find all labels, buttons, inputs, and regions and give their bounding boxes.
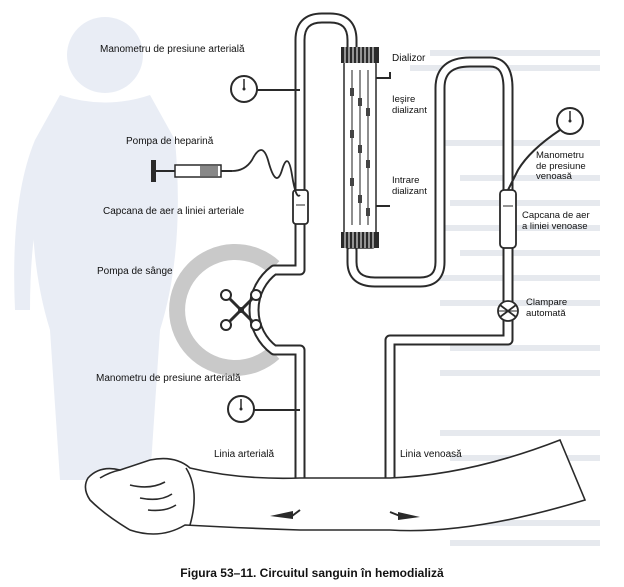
dialyzer [341, 47, 391, 249]
patient-arm [84, 438, 587, 535]
label-manometer-arterial-top: Manometru de presiune arterială [100, 44, 245, 55]
arterial-air-trap [292, 189, 309, 225]
blood-pump-housing [169, 244, 280, 376]
venous-tubing [346, 56, 514, 518]
venous-needle [389, 511, 420, 520]
blood-pump-rotor [220, 289, 262, 331]
figure-caption: Figura 53–11. Circuitul sanguin în hemod… [180, 566, 444, 580]
label-arterial-line: Linia arterială [214, 449, 275, 460]
arterial-tubing [248, 12, 358, 516]
label-venous-line: Linia venoasă [400, 449, 462, 460]
label-auto-clamp: Clampare automată [526, 297, 568, 319]
label-dialysate-out: Ieşire dializant [392, 94, 427, 116]
manometer-arterial-bottom [227, 395, 300, 423]
heparin-syringe-icon [151, 149, 301, 197]
manometer-venous [507, 107, 584, 191]
label-heparin-pump: Pompa de heparină [126, 136, 214, 147]
label-dialysate-in: Intrare dializant [392, 175, 427, 197]
label-arterial-air-trap: Capcana de aer a liniei arteriale [103, 206, 245, 217]
label-venous-air-trap: Capcana de aer a liniei venoase [522, 210, 590, 232]
manometer-arterial-top [230, 75, 300, 103]
label-blood-pump: Pompa de sânge [97, 266, 173, 277]
label-dialyzer: Dializor [392, 53, 426, 64]
label-manometer-arterial-bottom: Manometru de presiune arterială [96, 373, 241, 384]
automatic-clamp [497, 300, 519, 322]
background-silhouette [14, 17, 178, 480]
label-manometer-venous: Manometru de presiune venoasă [536, 150, 586, 182]
venous-air-trap [499, 189, 517, 249]
arterial-needle [270, 509, 301, 519]
